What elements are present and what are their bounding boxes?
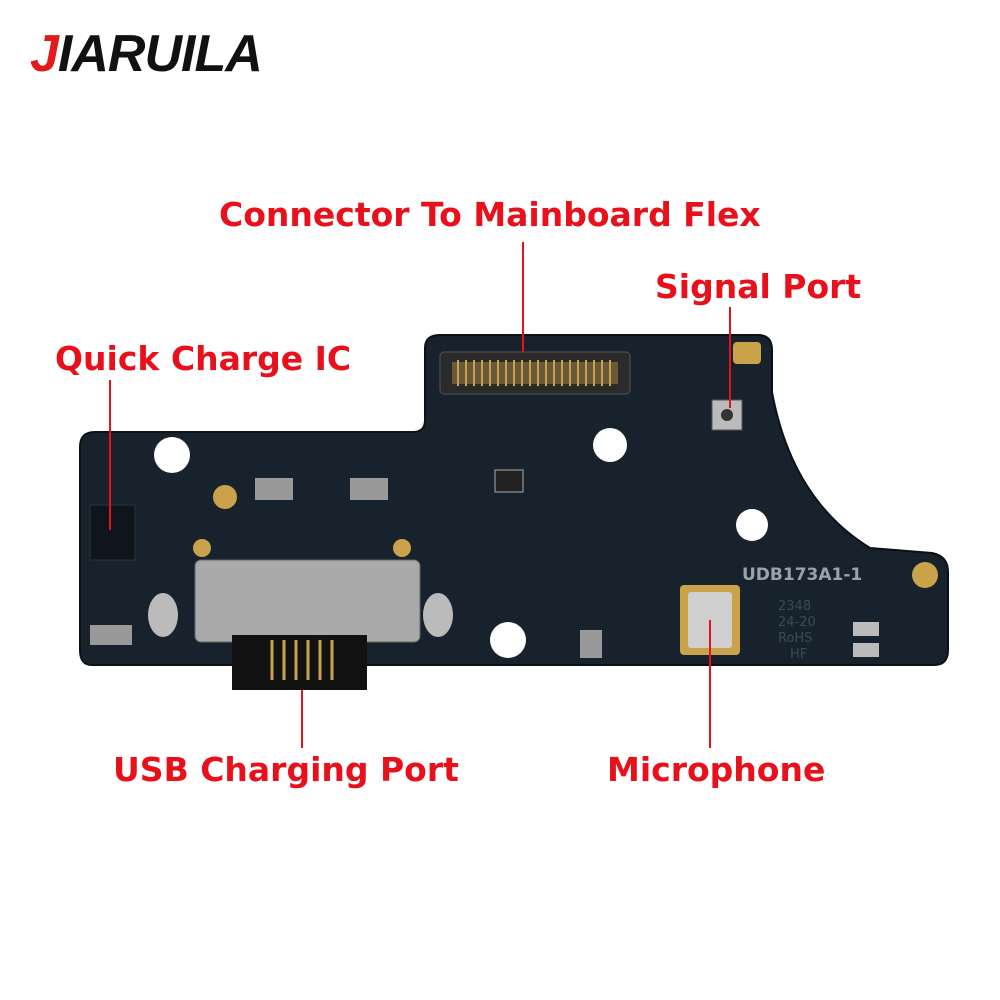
date-code-marking: 2348 bbox=[778, 599, 811, 614]
callout-microphone: Microphone bbox=[607, 750, 826, 789]
brand-logo: JIARUILA bbox=[30, 25, 263, 83]
logo-j: J bbox=[30, 25, 59, 83]
mount-hole bbox=[593, 428, 627, 462]
rohs-marking: RoHS bbox=[778, 631, 812, 646]
mount-hole bbox=[490, 622, 526, 658]
part-number-marking: UDB173A1-1 bbox=[742, 565, 862, 585]
callout-lines bbox=[109, 242, 731, 748]
callout-quick-charge-ic: Quick Charge IC bbox=[55, 339, 352, 378]
usb-port-housing bbox=[194, 559, 421, 643]
hf-marking: HF bbox=[790, 647, 807, 662]
connector-pins bbox=[457, 360, 611, 386]
callout-connector: Connector To Mainboard Flex bbox=[219, 195, 761, 234]
mount-hole bbox=[736, 509, 768, 541]
date-code-marking: 24-20 bbox=[778, 615, 816, 630]
quick-charge-ic bbox=[89, 504, 136, 561]
mount-hole bbox=[154, 437, 190, 473]
usb-port-tail bbox=[232, 635, 367, 690]
logo-rest: IARUILA bbox=[57, 25, 263, 83]
callout-usb-port: USB Charging Port bbox=[113, 750, 459, 789]
callout-signal-port: Signal Port bbox=[655, 267, 862, 306]
